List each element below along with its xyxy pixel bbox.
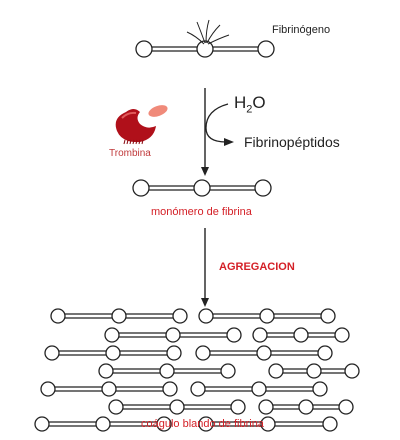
nodule [98,363,114,379]
clot-fibrin-strand [268,363,360,379]
nodule [254,179,272,197]
nodule [159,363,175,379]
fibrin-monomer [132,179,272,197]
thrombin-fringe [129,139,132,145]
water-o: O [252,93,266,112]
nodule [101,381,117,397]
arrow-head [201,167,209,176]
thrombin-fringe [126,139,129,145]
soft-clot-label: coágulo blando de fibrina [141,418,264,430]
fibrinopeptide-strand [207,34,230,45]
fibrinopeptide-strand [206,24,221,44]
aggregation-arrow [201,228,209,307]
nodule [193,179,211,197]
fibrinopeptide-strand [196,21,206,44]
water-h: H [234,93,247,112]
thrombin-fringe [135,139,138,145]
aggregation-label: AGREGACION [219,261,295,273]
thrombin-label: Trombina [109,148,151,159]
clot-fibrin-strand [34,416,172,432]
nodule [156,416,172,432]
clot-fibrin-strand [195,345,333,361]
fibrinogen-molecule [135,19,275,58]
nodule [198,308,214,324]
nodule [344,363,360,379]
clot-fibrin-strand [252,327,350,343]
water-subscript: 2 [246,103,253,116]
nodule [258,399,274,415]
nodule [166,345,182,361]
nodule [196,40,214,58]
nodule [40,381,56,397]
nodule [334,327,350,343]
nodule [220,363,236,379]
clot-fibrin-strand [98,363,236,379]
clot-fibrin-strand [104,327,242,343]
clot-fibrin-strand [198,416,338,432]
release-arrow-head [224,138,234,146]
clot-fibrin-strand [258,399,354,415]
nodule [165,327,181,343]
clot-fibrin-strand [108,399,246,415]
fibrinopeptide-strand [205,19,210,44]
water-label: H2O [234,94,266,115]
nodule [317,345,333,361]
nodule [169,399,185,415]
thrombin-fringe [138,139,141,145]
nodule [195,345,211,361]
thrombin-peptide [148,105,168,117]
thrombin-fringe [132,139,135,145]
nodule [268,363,284,379]
nodule [104,327,120,343]
thrombin-fringe [141,139,144,145]
fibrinopeptide-strand [186,31,205,45]
fibrinopeptides-label: Fibrinopéptidos [244,134,340,150]
nodule [34,416,50,432]
nodule [257,40,275,58]
nodule [105,345,121,361]
clot-fibrin-strand [198,308,336,324]
thrombin-body [115,109,156,143]
nodule [198,416,214,432]
nodule [293,327,309,343]
release-curve [205,103,229,143]
thrombin-fringe [123,139,126,145]
nodule [306,363,322,379]
clot-fibrin-strand [44,345,182,361]
nodule [251,381,267,397]
thrombin-highlight [121,111,137,119]
clot-fibrin-strand [40,381,178,397]
nodule [226,327,242,343]
fibrinogen-label: Fibrinógeno [272,24,331,36]
nodule [95,416,111,432]
nodule [162,381,178,397]
nodule [50,308,66,324]
nodule [108,399,124,415]
nodule [135,40,153,58]
nodule [190,381,206,397]
nodule [322,416,338,432]
monomer-label: monómero de fibrina [151,206,252,218]
nodule [256,345,272,361]
nodule [230,399,246,415]
clot-fibrin-strand [50,308,188,324]
nodule [111,308,127,324]
nodule [298,399,314,415]
clot-fibrin-strand [190,381,328,397]
nodule [260,416,276,432]
arrow-head [201,298,209,307]
nodule [252,327,268,343]
nodule [320,308,336,324]
nodule [44,345,60,361]
nodule [132,179,150,197]
thrombin-arrow [201,88,209,176]
nodule [259,308,275,324]
thrombin-icon [115,105,168,145]
nodule [338,399,354,415]
nodule [172,308,188,324]
nodule [312,381,328,397]
